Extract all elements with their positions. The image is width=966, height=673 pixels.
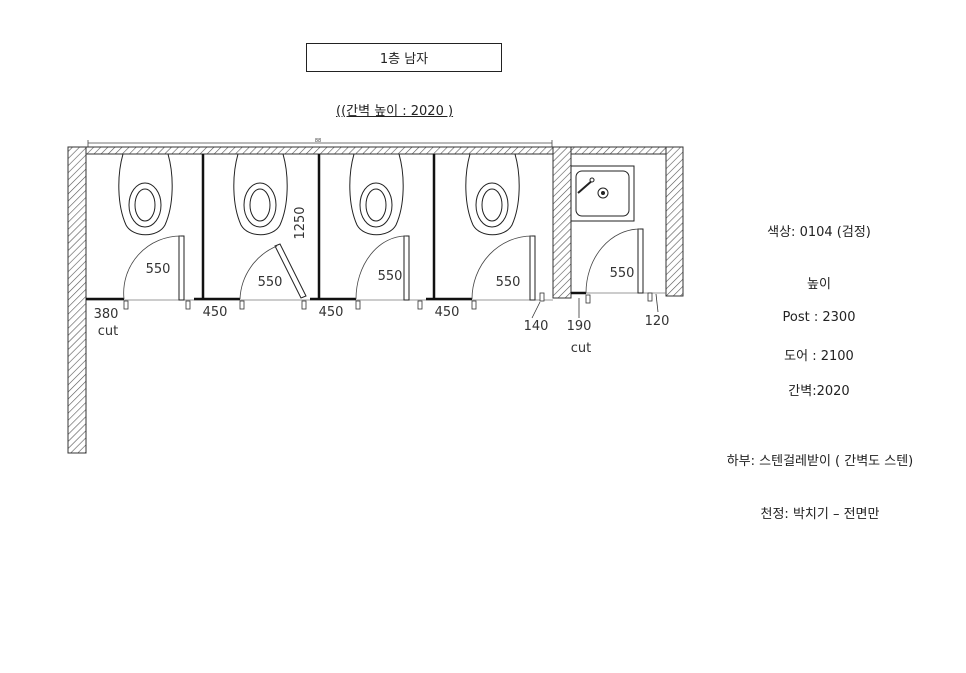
divider-wall [552, 146, 572, 299]
sink [570, 165, 635, 222]
partition-height-note: ((간벽 높이 : 2020 ) [336, 104, 454, 119]
dim-450-c: 450 [435, 305, 460, 320]
left-wall [67, 146, 87, 454]
spec-base: 하부: 스텐걸레받이 ( 간벽도 스텐) [726, 454, 914, 469]
dim-450-b: 450 [319, 305, 344, 320]
spec-ceiling: 천정: 박치기 – 전면만 [760, 507, 880, 522]
dim-door-4: 550 [496, 275, 521, 290]
dim-stall-depth: 1250 [293, 206, 308, 239]
dim-450-a: 450 [203, 305, 228, 320]
drawing-title-text: 1층 남자 [379, 52, 429, 67]
spec-color: 색상: 0104 (검정) [767, 225, 871, 240]
spec-post-height: Post : 2300 [782, 310, 856, 325]
door-4 [471, 235, 536, 301]
toilet-1 [118, 153, 173, 236]
top-wall [85, 146, 554, 155]
door-1 [123, 235, 185, 301]
dim-door-1: 550 [146, 262, 171, 277]
spec-height-heading: 높이 [807, 277, 831, 292]
toilet-4 [465, 153, 520, 236]
door-5 [585, 228, 644, 294]
dim-door-2: 550 [258, 275, 283, 290]
toilet-2 [233, 153, 288, 236]
top-wall-right [570, 146, 667, 155]
door-3 [355, 235, 410, 301]
dim-120: 120 [645, 314, 670, 329]
spec-partition-height: 간벽:2020 [788, 384, 850, 399]
dim-380: 380 [94, 307, 119, 322]
dim-380-cut: cut [98, 324, 118, 339]
spec-door-height: 도어 : 2100 [784, 349, 854, 364]
dim-door-3: 550 [378, 269, 403, 284]
top-dimension-text: 88 [315, 138, 321, 144]
right-wall [665, 146, 684, 297]
dim-140: 140 [524, 319, 549, 334]
dim-door-5: 550 [610, 266, 635, 281]
drawing-title: 1층 남자 [306, 43, 502, 72]
dim-190-cut: cut [571, 341, 591, 356]
door-2 [239, 243, 307, 300]
toilet-3 [349, 153, 404, 236]
dim-190: 190 [567, 319, 592, 334]
